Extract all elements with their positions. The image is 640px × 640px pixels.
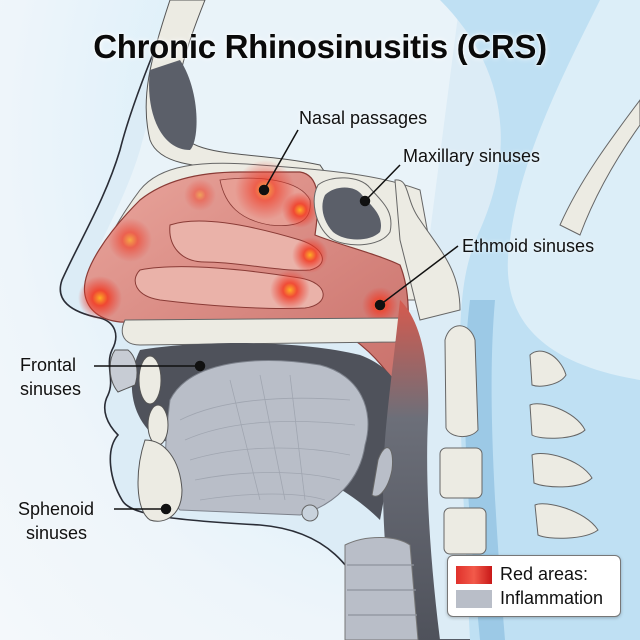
legend-item-inflammation: Inflammation <box>456 588 603 609</box>
tongue <box>165 360 369 516</box>
legend-box: Red areas: Inflammation <box>447 555 621 617</box>
legend-label-red-areas: Red areas: <box>500 564 589 584</box>
label-maxillary-sinuses: Maxillary sinuses <box>403 146 541 166</box>
diagram-title: Chronic Rhinosinusitis (CRS) <box>93 28 547 65</box>
label-ethmoid-sinuses: Ethmoid sinuses <box>462 236 595 256</box>
gray-swatch-icon <box>456 589 492 608</box>
red-swatch-icon <box>456 565 492 584</box>
label-frontal-sinuses-line1: Frontal <box>20 355 77 375</box>
label-frontal-sinuses-line2: sinuses <box>20 379 82 399</box>
label-nasal-passages: Nasal passages <box>299 108 428 128</box>
label-sphenoid-sinuses-line2: sinuses <box>26 523 88 543</box>
legend-label-inflammation: Inflammation <box>500 588 604 608</box>
label-sphenoid-sinuses-line1: Sphenoid <box>18 499 95 519</box>
legend-item-red-areas: Red areas: <box>456 564 588 585</box>
